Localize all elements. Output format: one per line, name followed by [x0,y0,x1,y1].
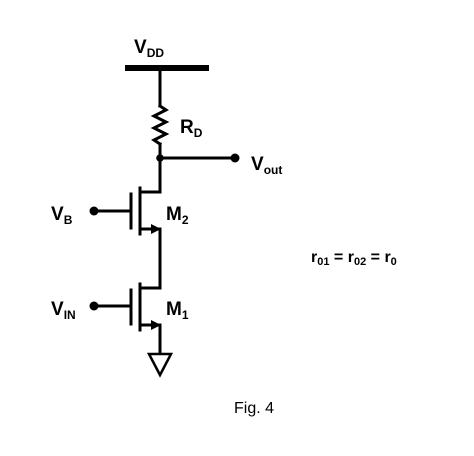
vout-terminal [230,153,240,163]
transistor-m1 [93,282,162,332]
figure-caption: Fig. 4 [234,400,274,417]
m1-label: M1 [166,299,189,322]
resistor-rd [150,103,170,147]
transistor-m2 [93,156,162,236]
vdd-label: VDD [134,37,164,60]
m2-label: M2 [166,204,189,227]
vb-label: VB [51,204,73,227]
vb-terminal [89,206,99,216]
vout-label: Vout [251,154,282,177]
vin-terminal [89,301,99,311]
vin-label: VIN [51,299,76,322]
ground-icon [146,352,174,378]
rd-label: RD [180,117,203,140]
resistance-equation: r01 = r02 = r0 [311,249,397,268]
